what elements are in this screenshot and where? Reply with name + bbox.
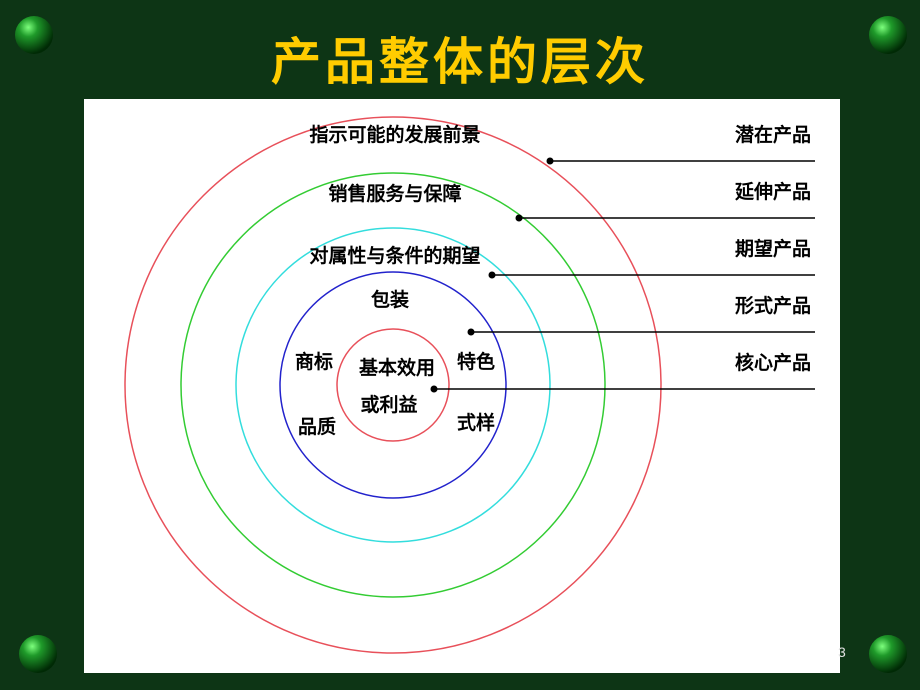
slide-title: 产品整体的层次	[271, 33, 649, 91]
page-number: 3	[838, 644, 846, 660]
ring-form	[279, 271, 507, 499]
corner-ball-decoration	[15, 16, 53, 54]
corner-ball-decoration	[19, 635, 57, 673]
ring-core	[336, 328, 450, 442]
leader-dot-core	[430, 385, 438, 393]
ring-potential	[124, 116, 662, 654]
ring-text-form-left-top: 商标	[295, 350, 333, 373]
ring-expected	[235, 227, 551, 543]
ring-text-expected: 对属性与条件的期望	[309, 244, 480, 267]
level-label-core: 核心产品	[735, 351, 811, 374]
ring-text-form-left-bottom: 品质	[298, 416, 336, 438]
level-label-form: 形式产品	[735, 294, 811, 317]
corner-ball-decoration	[869, 16, 907, 54]
leader-dot-form	[467, 328, 475, 336]
ring-text-potential: 指示可能的发展前景	[309, 123, 480, 146]
core-text-line1: 基本效用	[358, 356, 435, 379]
level-label-potential: 潜在产品	[735, 123, 811, 146]
level-label-extended: 延伸产品	[734, 180, 811, 203]
core-text-line2: 或利益	[360, 393, 417, 416]
ring-text-form-right-top: 特色	[457, 350, 495, 373]
level-label-expected: 期望产品	[735, 237, 811, 260]
diagram-panel: 指示可能的发展前景 销售服务与保障 对属性与条件的期望 包装 商标 品质 特色 …	[84, 99, 840, 673]
ring-text-form-right-bottom: 式样	[457, 411, 495, 434]
corner-ball-decoration	[869, 635, 907, 673]
ring-extended	[180, 172, 606, 598]
ring-text-form-top: 包装	[371, 288, 409, 311]
product-levels-diagram: 指示可能的发展前景 销售服务与保障 对属性与条件的期望 包装 商标 品质 特色 …	[124, 116, 815, 654]
leader-dot-extended	[515, 214, 523, 222]
leader-dot-potential	[546, 157, 554, 165]
ring-text-extended: 销售服务与保障	[328, 182, 461, 205]
leader-dot-expected	[488, 271, 496, 279]
